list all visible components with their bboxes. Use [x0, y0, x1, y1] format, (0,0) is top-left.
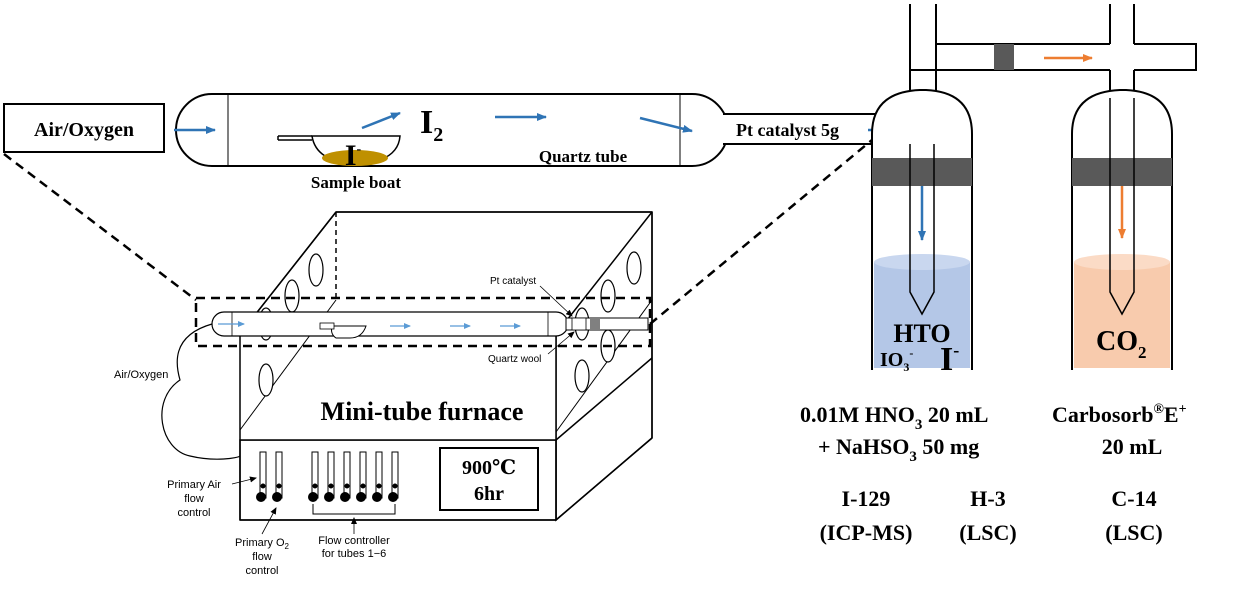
nahso3-label: + NaHSO3 50 mg: [818, 434, 979, 465]
sample-material: [322, 150, 388, 166]
primary-air-label-2: flow: [184, 493, 204, 505]
sample-boat-label: Sample boat: [311, 173, 402, 192]
quartz-tube-label: Quartz tube: [539, 147, 628, 166]
primary-o2-label-3: control: [245, 565, 278, 577]
quartz-tube-small: [211, 311, 649, 339]
primary-o2-label-1: Primary O2: [235, 537, 290, 551]
c14-label: C-14: [1111, 486, 1156, 511]
bubbler-stopper: [872, 158, 972, 186]
quartz-tube-enlarged: [175, 93, 935, 167]
iodine-gas-label: I2: [420, 104, 443, 146]
iodide-big-label: I-: [940, 340, 959, 378]
flow-meter-knobs[interactable]: [256, 483, 398, 503]
primary-o2-label-2: flow: [252, 551, 272, 563]
iodate-label: IO3-: [880, 346, 913, 374]
hno3-label: 0.01M HNO3 20 mL: [800, 402, 988, 433]
control-panel: 900℃ 6hr: [256, 447, 539, 534]
air-hose: [161, 323, 241, 460]
lsc-label-2: (LSC): [1105, 520, 1162, 545]
primary-air-label-3: control: [177, 507, 210, 519]
air-oxygen-small-label: Air/Oxygen: [114, 369, 168, 381]
lsc-label-1: (LSC): [959, 520, 1016, 545]
air-oxygen-box: Air/Oxygen: [3, 103, 165, 153]
i129-label: I-129: [842, 486, 891, 511]
carbosorb-label: Carbosorb®E+: [1052, 402, 1187, 427]
time-label: 6hr: [474, 483, 504, 505]
carbosorb-volume: 20 mL: [1102, 434, 1163, 459]
pt-catalyst-label: Pt catalyst 5g: [736, 120, 839, 140]
display-box: [439, 447, 539, 511]
furnace-vents: [258, 251, 642, 397]
h3-label: H-3: [970, 486, 1005, 511]
co2-label: CO2: [1096, 326, 1147, 362]
zoom-box: [3, 139, 873, 348]
flow-controller-label-2: for tubes 1−6: [322, 548, 387, 560]
furnace-label: Mini-tube furnace: [321, 397, 524, 426]
bubbler-stopper-2: [1072, 158, 1172, 186]
hto-label: HTO: [893, 319, 950, 348]
sample-boat: [277, 135, 401, 166]
bubbler-co2: CO2: [1071, 89, 1173, 370]
pt-catalyst-small-label: Pt catalyst: [490, 276, 536, 287]
flow-controller-label-1: Flow controller: [318, 535, 390, 547]
co2-solution: [1074, 255, 1170, 368]
temperature-label: 900℃: [462, 457, 516, 479]
iodide-label: I-: [345, 139, 362, 172]
air-oxygen-label: Air/Oxygen: [34, 119, 134, 141]
hto-solution: [874, 255, 970, 368]
connecting-manifold: [909, 4, 1197, 114]
bubbler-hto: HTO IO3- I-: [871, 89, 973, 378]
flow-arrows-small: [218, 321, 521, 329]
quartz-wool-label: Quartz wool: [488, 354, 541, 365]
icpms-label: (ICP-MS): [820, 520, 913, 545]
flow-meters: [259, 451, 399, 499]
primary-air-label-1: Primary Air: [167, 479, 221, 491]
